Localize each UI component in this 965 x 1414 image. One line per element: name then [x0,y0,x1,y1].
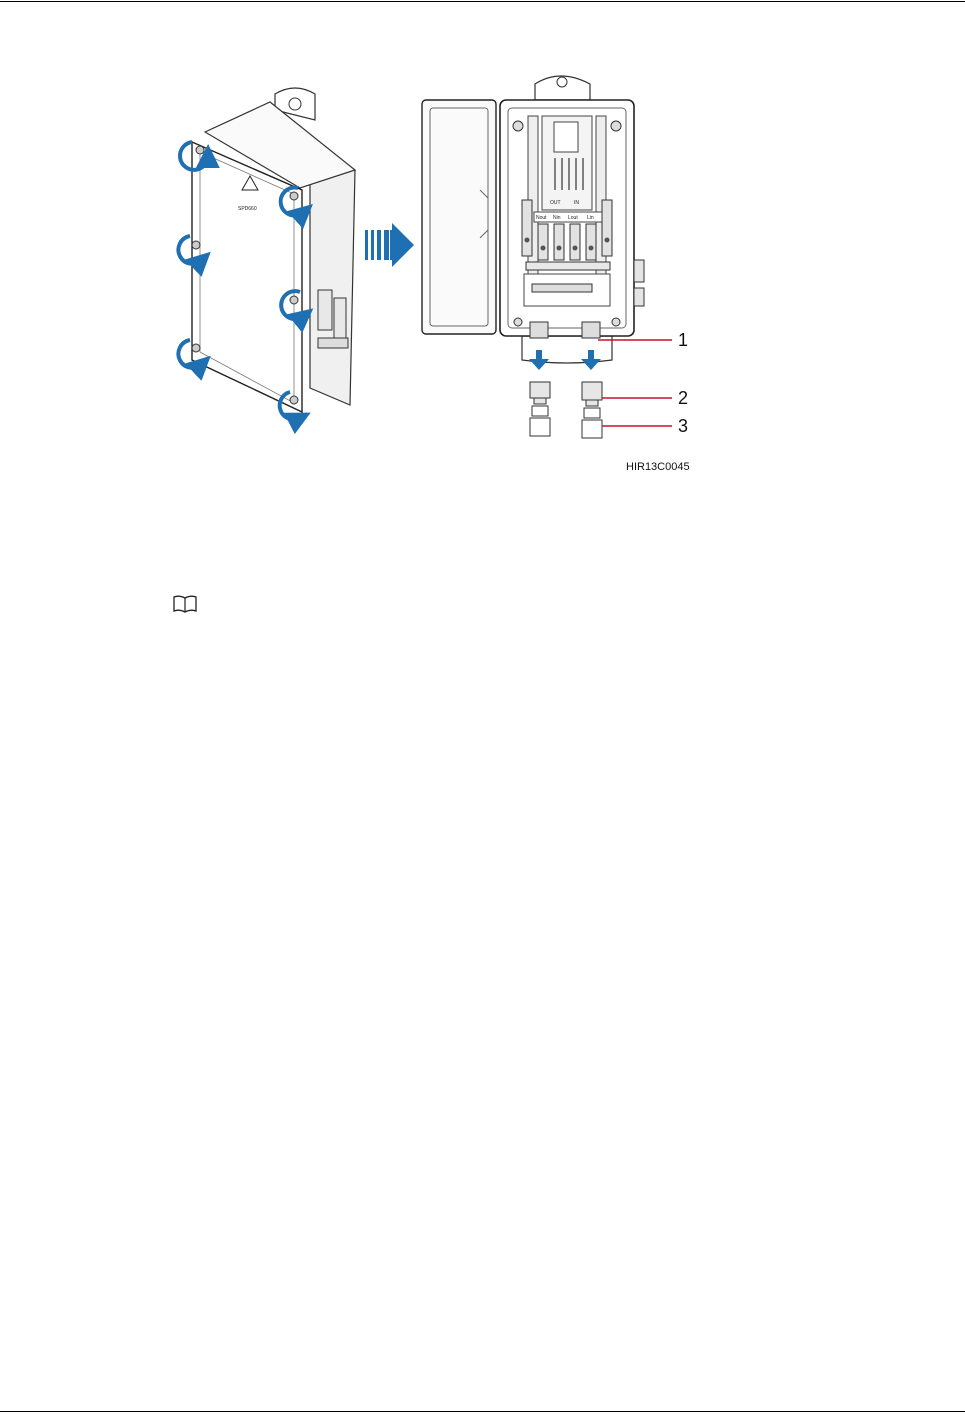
terminal-label-lout: Lout [568,215,578,221]
footer-rule [0,1411,965,1412]
removed-parts [530,382,602,438]
terminal-label-nout: Nout [536,215,547,221]
direction-arrow [365,223,414,267]
callout-3: 3 [678,416,688,436]
open-box: OUT IN Nout Nin Lout Lin [422,76,644,363]
terminal-label-nin: Nin [553,215,561,221]
terminal-label-lin: Lin [587,215,594,221]
callout-1: 1 [678,330,688,350]
header-rule [0,1,965,2]
figure-code: HIR13C0045 [626,461,690,473]
board-label-in: IN [574,200,579,206]
board-label-out: OUT [550,200,561,206]
callout-2: 2 [678,388,688,408]
book-icon [172,594,198,614]
lid-text: SPD660 [238,206,257,212]
installation-figure: SPD660 [150,60,730,480]
closed-box: SPD660 [192,88,355,412]
